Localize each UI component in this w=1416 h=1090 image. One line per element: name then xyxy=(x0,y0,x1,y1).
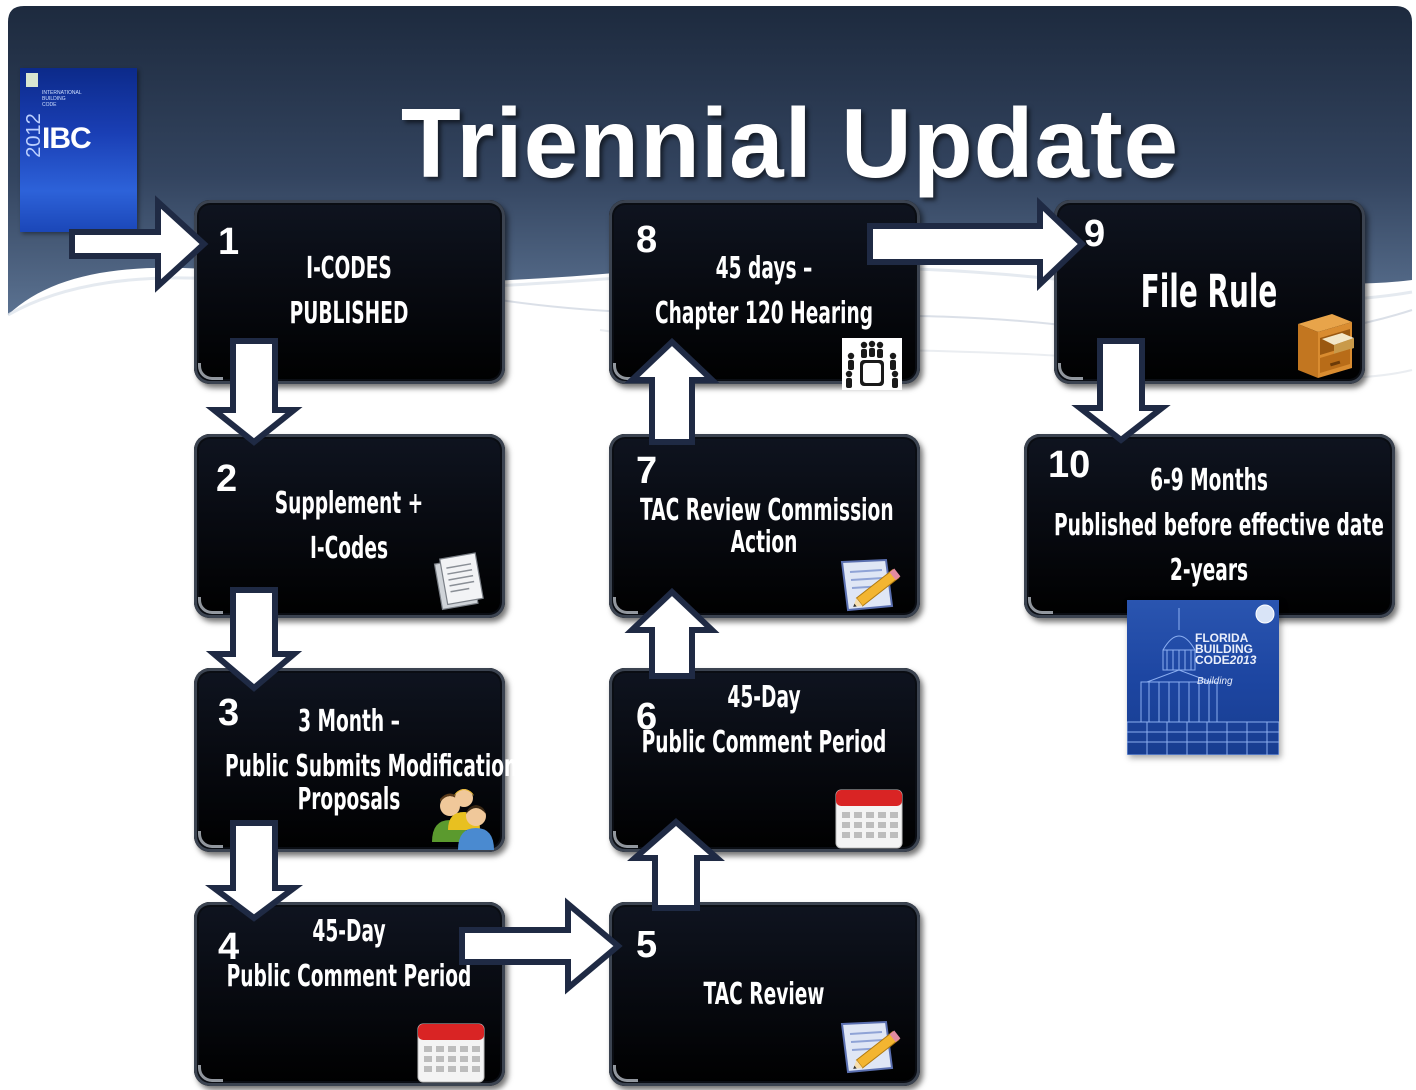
documents-icon xyxy=(433,552,484,611)
ibc-small-line: INTERNATIONAL xyxy=(42,90,82,96)
step-10-text-line: Published before effective date xyxy=(1054,508,1384,543)
step-10-text-line: 6-9 Months xyxy=(1150,463,1268,498)
step-1-text-line: I-CODES xyxy=(306,251,392,286)
step-8-text-line: Chapter 120 Hearing xyxy=(654,296,874,331)
step-5-box xyxy=(609,902,920,1086)
step-1-box xyxy=(194,200,505,384)
step-4-text-line: 45-Day xyxy=(312,914,386,949)
step-4-number: 4 xyxy=(218,926,240,968)
step-8-text-line: 45 days – xyxy=(715,251,813,286)
step-2-text-line: I-Codes xyxy=(309,531,389,566)
step-7-text-line: Action xyxy=(730,525,798,560)
ibc-small-line: CODE xyxy=(42,102,57,108)
step-9-text-line: File Rule xyxy=(1140,265,1278,318)
step-3-text-line: Public Submits Modification xyxy=(225,749,518,784)
fbc-title-line: CODE xyxy=(1195,653,1230,667)
people-icon xyxy=(432,789,494,850)
fbc-year: 2013 xyxy=(1229,653,1257,667)
step-4-text-line: Public Comment Period xyxy=(226,959,472,994)
calendar-icon xyxy=(835,789,903,849)
slide-title: Triennial Update xyxy=(400,88,1180,198)
step-7-number: 7 xyxy=(636,450,658,492)
file-cabinet-icon xyxy=(1298,314,1354,378)
step-8-number: 8 xyxy=(636,219,658,261)
florida-building-code-2013-book-cover: FLORIDA BUILDING CODE2013 Building xyxy=(1127,600,1279,755)
meeting-icon xyxy=(842,338,902,390)
capitol-building-illustration xyxy=(1127,604,1279,755)
step-3-text-line: 3 Month – xyxy=(298,704,400,739)
ibc-2012-book-cover: INTERNATIONAL BUILDING CODE 2012 IBC xyxy=(20,68,137,232)
step-10-text-line: 2-years xyxy=(1169,553,1249,588)
notepad-pencil-icon xyxy=(840,1020,901,1074)
step-3-number: 3 xyxy=(218,692,240,734)
step-1-text-line: PUBLISHED xyxy=(289,296,409,331)
step-5-number: 5 xyxy=(636,924,658,966)
step-9-number: 9 xyxy=(1084,213,1106,255)
calendar-icon xyxy=(417,1023,485,1083)
step-2-text-line: Supplement + xyxy=(274,486,424,521)
step-10-box xyxy=(1024,434,1395,618)
step-5-text-line: TAC Review xyxy=(703,977,825,1012)
notepad-pencil-icon xyxy=(840,558,901,612)
step-7-text-line: TAC Review Commission xyxy=(640,493,894,528)
step-6-text-line: Public Comment Period xyxy=(641,725,887,760)
fbc-subtitle: Building xyxy=(1197,676,1233,687)
step-3-text-line: Proposals xyxy=(297,782,401,817)
fbc-title-line: FLORIDA xyxy=(1195,631,1249,645)
step-1-number: 1 xyxy=(218,221,240,263)
fbc-title-line: BUILDING xyxy=(1195,642,1253,656)
step-6-number: 6 xyxy=(636,696,658,738)
step-6-text-line: 45-Day xyxy=(727,680,801,715)
step-2-number: 2 xyxy=(216,458,238,500)
ibc-small-line: BUILDING xyxy=(42,96,66,102)
step-10-number: 10 xyxy=(1048,444,1091,486)
ibc-abbr: IBC xyxy=(42,122,92,155)
icc-logo xyxy=(26,73,38,87)
